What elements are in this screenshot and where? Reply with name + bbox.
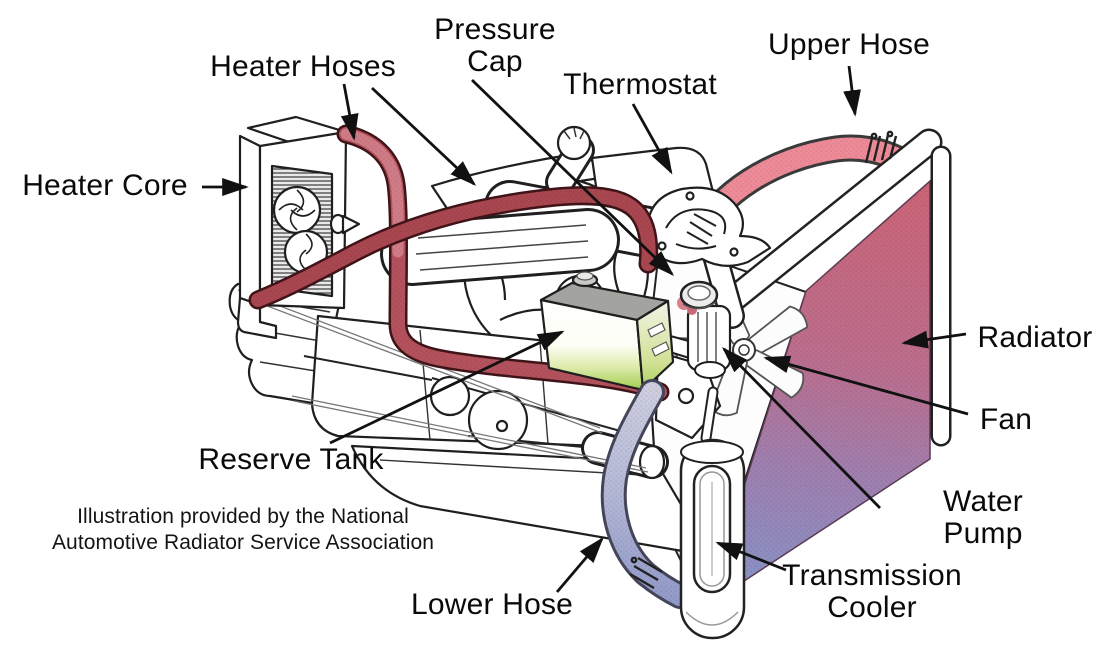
heater-hose-lower bbox=[248, 186, 659, 310]
arrow-upper-hose bbox=[843, 65, 861, 117]
upper-hose-clamp-thermostat bbox=[686, 213, 717, 245]
label-water-pump: Water Pump bbox=[943, 485, 1023, 550]
leader-arrows bbox=[202, 65, 969, 593]
radiator-frame bbox=[696, 128, 952, 447]
label-fan: Fan bbox=[979, 403, 1033, 437]
arrow-heater-hoses-1 bbox=[340, 83, 359, 141]
arrow-radiator bbox=[901, 330, 967, 349]
label-thermostat: Thermostat bbox=[563, 68, 717, 102]
arrow-lower-hose bbox=[555, 536, 604, 593]
thermostat-housing bbox=[644, 186, 772, 267]
arrow-pressure-cap bbox=[471, 78, 675, 276]
label-pressure-cap: Pressure Cap bbox=[434, 13, 556, 78]
water-pump bbox=[686, 304, 732, 379]
arrow-heater-hoses-2 bbox=[371, 86, 477, 186]
label-upper-hose: Upper Hose bbox=[767, 28, 931, 62]
arrow-reserve-tank bbox=[329, 330, 565, 445]
label-lower-hose: Lower Hose bbox=[410, 588, 574, 622]
lower-hose-clamp bbox=[629, 556, 663, 590]
attribution-text: Illustration provided by the National Au… bbox=[51, 504, 435, 554]
label-heater-hoses: Heater Hoses bbox=[210, 50, 396, 84]
arrow-water-pump bbox=[722, 347, 881, 509]
label-heater-core: Heater Core bbox=[22, 169, 188, 203]
lower-hose bbox=[600, 379, 693, 609]
label-reserve-tank: Reserve Tank bbox=[198, 443, 384, 477]
transmission-cooler-part bbox=[679, 386, 746, 640]
arrow-thermostat bbox=[631, 103, 673, 175]
label-transmission-cooler: Transmission Cooler bbox=[782, 559, 962, 624]
upper-hose-clamp bbox=[864, 130, 898, 164]
pressure-cap-part bbox=[677, 280, 719, 315]
arrow-transmission-cooler bbox=[715, 541, 787, 572]
arrow-fan bbox=[763, 355, 969, 416]
label-radiator: Radiator bbox=[977, 321, 1093, 355]
